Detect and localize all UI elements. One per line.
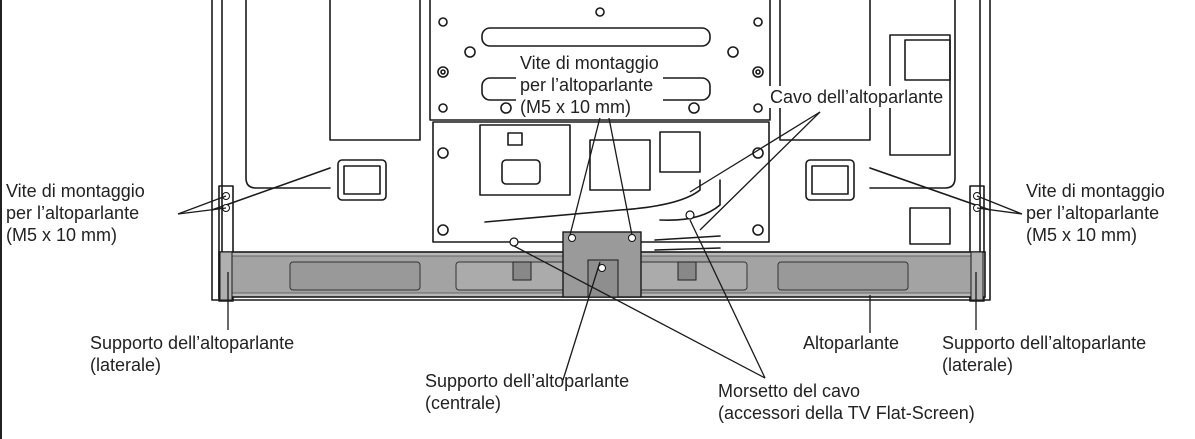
speaker-bar bbox=[218, 192, 986, 301]
speaker-label: Altoparlante bbox=[803, 332, 899, 354]
label-line: (centrale) bbox=[425, 393, 502, 413]
label-line: Morsetto del cavo bbox=[718, 381, 861, 401]
label-line: per l’altoparlante bbox=[520, 75, 654, 95]
label-line: Vite di montaggio bbox=[6, 181, 145, 201]
label-line: Altoparlante bbox=[803, 333, 900, 353]
side-bracket-right-label: Supporto dell’altoparlante (laterale) bbox=[942, 332, 1146, 376]
label-line: (M5 x 10 mm) bbox=[6, 225, 118, 245]
label-line: (accessori della TV Flat-Screen) bbox=[718, 403, 975, 423]
label-line: Supporto dell’altoparlante bbox=[425, 371, 630, 391]
center-bracket-label: Supporto dell’altoparlante (centrale) bbox=[425, 370, 629, 414]
label-line: Vite di montaggio bbox=[1026, 181, 1165, 201]
label-line: (M5 x 10 mm) bbox=[1026, 225, 1138, 245]
left-border-line bbox=[0, 0, 2, 439]
mounting-screws-right-label: Vite di montaggio per l’altoparlante (M5… bbox=[1026, 180, 1165, 246]
mounting-screws-center-label: Vite di montaggio per l’altoparlante (M5… bbox=[516, 52, 663, 118]
label-line: Vite di montaggio bbox=[520, 53, 659, 73]
label-line: (laterale) bbox=[942, 355, 1014, 375]
label-line: Supporto dell’altoparlante bbox=[942, 333, 1147, 353]
mounting-screws-left-label: Vite di montaggio per l’altoparlante (M5… bbox=[6, 180, 145, 246]
cable-clamp-label: Morsetto del cavo (accessori della TV Fl… bbox=[718, 380, 975, 424]
label-line: per l’altoparlante bbox=[1026, 203, 1160, 223]
label-line: (laterale) bbox=[90, 355, 162, 375]
label-line: Cavo dell’altoparlante bbox=[770, 87, 944, 107]
label-line: (M5 x 10 mm) bbox=[520, 97, 632, 117]
side-bracket-left-label: Supporto dell’altoparlante (laterale) bbox=[90, 332, 294, 376]
tv-panel-outline bbox=[211, 0, 991, 301]
label-line: per l’altoparlante bbox=[6, 203, 140, 223]
speaker-cable-label: Cavo dell’altoparlante bbox=[768, 86, 946, 108]
label-line: Supporto dell’altoparlante bbox=[90, 333, 295, 353]
